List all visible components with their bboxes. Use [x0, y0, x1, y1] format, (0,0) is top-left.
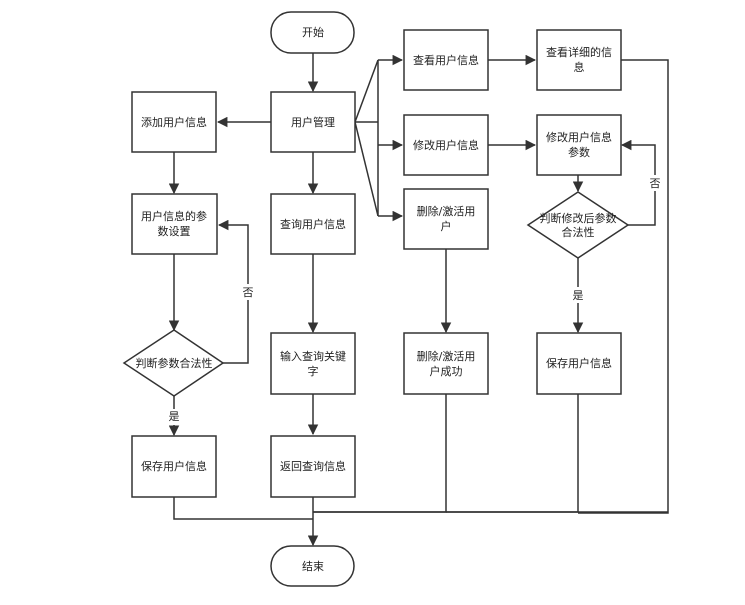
edge-label-left-no: 否 [243, 286, 254, 299]
label-start: 开始 [302, 25, 324, 39]
label-modify-params-1: 修改用户信息 [546, 130, 612, 144]
node-param-setup [131, 193, 218, 255]
label-param-setup-2: 数设置 [158, 225, 191, 238]
edge-diag-2 [354, 121, 379, 217]
label-modify-user: 修改用户信息 [413, 138, 479, 152]
edge-label-right-no: 否 [650, 177, 661, 190]
edge-save-left-down [173, 497, 313, 520]
label-end: 结束 [302, 560, 324, 573]
node-return-query [270, 435, 356, 498]
label-view-detail-1: 查看详细的信 [546, 45, 612, 59]
label-user-mgmt: 用户管理 [291, 115, 335, 129]
label-view-user: 查看用户信息 [413, 53, 479, 67]
label-judge-modified-1: 判断修改后参数 [540, 211, 617, 225]
node-input-keyword [270, 332, 356, 395]
label-judge-params: 判断参数合法性 [136, 356, 213, 370]
label-return-query: 返回查询信息 [280, 459, 346, 473]
node-start [270, 11, 355, 54]
label-save-right: 保存用户信息 [546, 356, 612, 370]
label-delete-success-1: 删除/激活用 [417, 349, 476, 363]
node-add-user [131, 91, 217, 153]
node-save-left [131, 435, 217, 498]
edge-label-right-yes: 是 [573, 289, 584, 302]
label-input-keyword-1: 输入查询关键 [280, 349, 346, 363]
labels: 开始 用户管理 添加用户信息 用户信息的参 数设置 判断参数合法性 保存用户信息… [136, 25, 617, 573]
edge-diag-1 [354, 59, 379, 123]
node-user-mgmt [270, 91, 356, 153]
label-delete-activate-1: 删除/激活用 [417, 204, 476, 218]
label-param-setup-1: 用户信息的参 [141, 209, 207, 223]
node-end [270, 545, 355, 587]
node-view-user [403, 29, 489, 91]
nodes [122, 11, 630, 587]
label-judge-modified-2: 合法性 [562, 225, 595, 239]
node-query-user [270, 193, 356, 255]
node-save-right [536, 332, 622, 395]
label-delete-activate-2: 户 [441, 219, 452, 233]
node-delete-success [403, 332, 489, 395]
node-delete-activate [403, 188, 489, 250]
node-judge-params [122, 329, 225, 397]
node-modify-params [536, 114, 622, 176]
node-modify-user [403, 114, 489, 176]
edge-label-left-yes: 是 [169, 410, 180, 423]
edge-save-right-down [446, 394, 579, 513]
label-query-user: 查询用户信息 [280, 217, 346, 231]
edge-detail-out [578, 59, 669, 514]
label-delete-success-2: 户成功 [430, 364, 463, 378]
label-save-left: 保存用户信息 [141, 459, 207, 473]
edge-labels: 否 是 否 是 [166, 175, 663, 425]
label-modify-params-2: 参数 [568, 145, 590, 159]
label-add-user: 添加用户信息 [141, 115, 207, 129]
node-judge-modified [526, 191, 630, 259]
label-input-keyword-2: 字 [308, 364, 319, 378]
node-view-detail [536, 29, 622, 91]
label-view-detail-2: 息 [574, 60, 585, 74]
